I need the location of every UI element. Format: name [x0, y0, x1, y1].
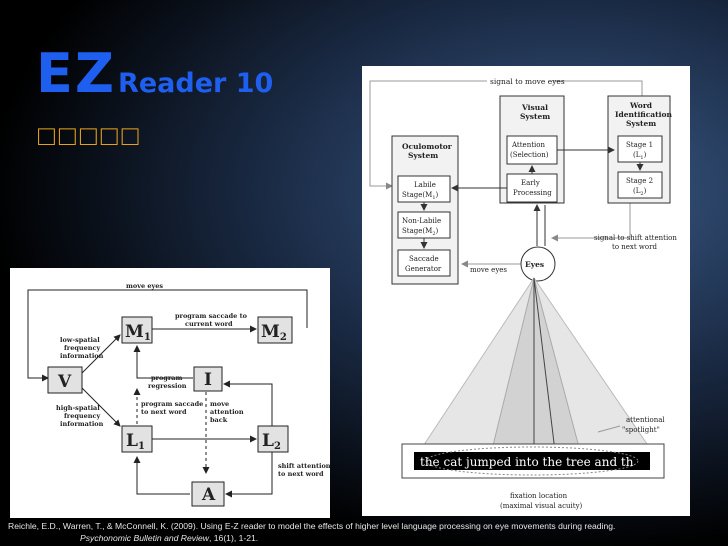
svg-text:move: move — [210, 400, 229, 408]
svg-text:"spotlight": "spotlight" — [622, 426, 660, 434]
citation: Reichle, E.D., Warren, T., & McConnell, … — [8, 520, 615, 544]
svg-text:high-spatial: high-spatial — [56, 404, 100, 412]
svg-text:program saccade to: program saccade to — [175, 312, 248, 320]
svg-text:System: System — [520, 112, 550, 121]
signal-move-eyes-arrow — [369, 80, 643, 190]
signal-move-eyes-label: signal to move eyes — [490, 77, 565, 86]
svg-text:(L2): (L2) — [633, 187, 647, 197]
node-a-label: A — [201, 485, 216, 505]
signal-shift-attention-arrow — [551, 203, 631, 242]
svg-text:low-spatial: low-spatial — [60, 336, 100, 344]
svg-text:to next word: to next word — [141, 408, 187, 416]
svg-text:Oculomotor: Oculomotor — [402, 142, 453, 151]
ez-reader-architecture-diagram: signal to move eyes Visual System Attent… — [362, 66, 690, 516]
node-l1 — [121, 425, 153, 453]
saccade-generator-box — [397, 249, 451, 277]
v-to-l1-arrow — [81, 387, 121, 427]
svg-text:Stage 1: Stage 1 — [626, 141, 653, 149]
svg-text:regression: regression — [148, 382, 187, 390]
svg-text:Stage 2: Stage 2 — [626, 177, 653, 185]
svg-text:shift attention: shift attention — [278, 462, 330, 470]
l2-to-a-arrow — [225, 452, 273, 498]
svg-text:move eyes: move eyes — [126, 282, 163, 290]
sentence-text: the cat jumped into the tree and th — [420, 455, 634, 469]
node-m2 — [257, 316, 293, 344]
a-to-l1-arrow — [133, 456, 190, 495]
node-a — [191, 481, 225, 507]
spotlight-pointer — [597, 425, 621, 433]
sentence-bar — [414, 452, 650, 470]
svg-text:Generator: Generator — [405, 265, 442, 273]
svg-text:program saccade: program saccade — [141, 400, 203, 408]
node-v-label: V — [57, 372, 72, 392]
svg-text:Word: Word — [629, 101, 653, 110]
svg-text:L2: L2 — [262, 431, 281, 452]
svg-text:back: back — [210, 416, 228, 424]
svg-text:frequency: frequency — [64, 344, 100, 352]
svg-text:Non-Labile: Non-Labile — [402, 217, 441, 225]
citation-line1: Reichle, E.D., Warren, T., & McConnell, … — [8, 521, 616, 531]
eyes-label: Eyes — [525, 260, 544, 269]
svg-text:Processing: Processing — [513, 189, 552, 197]
stage2-box — [617, 171, 663, 199]
svg-text:Early: Early — [521, 179, 540, 187]
labile-stage-box — [397, 175, 451, 203]
citation-journal: Psychonomic Bulletin and Review — [80, 533, 209, 543]
svg-text:Labile: Labile — [414, 181, 436, 189]
svg-text:Visual: Visual — [521, 103, 548, 112]
node-l2 — [257, 425, 289, 453]
svg-text:Identification: Identification — [615, 110, 672, 119]
svg-text:(Selection): (Selection) — [510, 151, 549, 159]
svg-text:move eyes: move eyes — [470, 266, 507, 274]
svg-text:M1: M1 — [125, 322, 151, 343]
node-i — [193, 366, 223, 392]
program-regression-arrow — [133, 345, 193, 379]
svg-text:System: System — [408, 151, 438, 160]
svg-text:to next word: to next word — [612, 243, 657, 251]
move-eyes-arrow — [27, 289, 308, 382]
title-main: EZ — [36, 42, 117, 105]
svg-text:attention: attention — [210, 408, 244, 416]
v-to-m1-arrow — [81, 334, 121, 374]
svg-text:frequency: frequency — [64, 412, 100, 420]
svg-text:L1: L1 — [126, 431, 145, 452]
svg-text:(maximal visual acuity): (maximal visual acuity) — [500, 502, 583, 510]
svg-text:signal to shift attention: signal to shift attention — [594, 234, 677, 242]
svg-text:to next word: to next word — [278, 470, 324, 478]
svg-text:Saccade: Saccade — [409, 255, 439, 263]
slide-title: EZReader 10 — [36, 42, 273, 105]
svg-text:Stage(M1): Stage(M1) — [402, 191, 439, 201]
svg-text:Stage(M2): Stage(M2) — [402, 227, 439, 237]
svg-text:program: program — [151, 374, 182, 382]
svg-text:Attention: Attention — [511, 141, 545, 149]
citation-details: , 16(1), 1-21. — [208, 533, 259, 543]
node-v — [47, 366, 83, 394]
eyes-node — [520, 246, 556, 282]
fixation-line-2 — [533, 277, 559, 477]
svg-text:information: information — [60, 420, 104, 428]
svg-text:information: information — [60, 352, 104, 360]
svg-text:M2: M2 — [261, 322, 287, 343]
svg-text:attentional: attentional — [626, 416, 665, 424]
svg-text:(L1): (L1) — [633, 151, 647, 161]
node-m1 — [121, 316, 153, 344]
svg-text:current word: current word — [185, 320, 233, 328]
attention-box — [506, 135, 558, 165]
svg-text:System: System — [626, 119, 656, 128]
slide-subtitle: □□□□□ — [38, 120, 143, 151]
ez-reader-flow-diagram: M1 M2 V I L1 L2 A move eyes program sacc… — [10, 268, 331, 518]
l2-to-i-arrow — [223, 380, 273, 426]
title-version: Reader 10 — [118, 68, 274, 99]
node-i-label: I — [204, 370, 212, 390]
svg-text:fixation location: fixation location — [510, 492, 568, 500]
sentence-ellipse — [425, 446, 639, 476]
